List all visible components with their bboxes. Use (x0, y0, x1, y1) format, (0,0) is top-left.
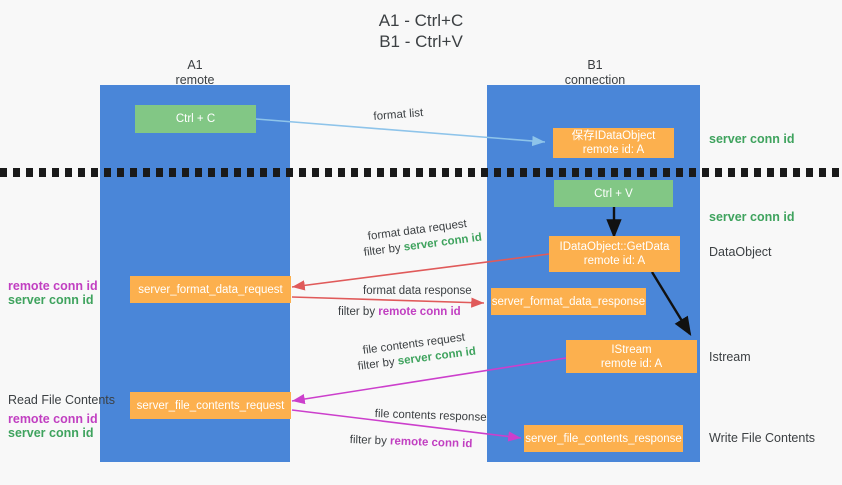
arrow-file-contents-request (291, 357, 567, 405)
arrow-format-data-request (291, 253, 550, 291)
edge-label-format-data-response-filter: filter by remote conn id (338, 305, 461, 320)
label-write-file-contents: Write File Contents (709, 431, 816, 445)
edge-filter-prefix: filter by (338, 306, 379, 318)
edge-filter-prefix: filter by (363, 241, 405, 259)
label-dataobject: DataObject (709, 245, 772, 259)
edge-filter-key-remote-conn-id: remote conn id (389, 435, 473, 451)
arrow-getdata-to-istream (650, 271, 692, 337)
label-server-conn-id-top: server conn id (709, 132, 795, 146)
box-ctrl-v[interactable]: Ctrl + V (554, 180, 673, 207)
edge-filter-prefix: filter by (349, 433, 391, 448)
label-server-conn-id-format: server conn id (8, 293, 94, 307)
box-idataobject-getdata[interactable]: IDataObject::GetData remote id: A (549, 236, 680, 272)
arrow-file-contents-response (291, 409, 522, 442)
column-header-a1: A1 remote (175, 58, 215, 87)
label-read-file-contents: Read File Contents (8, 393, 116, 407)
box-server-format-data-request[interactable]: server_format_data_request (130, 276, 291, 303)
box-server-file-contents-request[interactable]: server_file_contents_request (130, 392, 291, 419)
box-server-file-contents-response[interactable]: server_file_contents_response (524, 425, 683, 452)
boundary-dashed-line (0, 168, 842, 178)
edge-label-format-data-response: format data response (363, 285, 472, 297)
edge-filter-key-remote-conn-id: remote conn id (378, 306, 461, 318)
label-server-conn-id-mid: server conn id (709, 210, 795, 224)
label-remote-conn-id-file: remote conn id (8, 412, 98, 426)
edge-filter-prefix: filter by (357, 355, 399, 373)
column-header-b1: B1 connection (564, 58, 626, 87)
label-remote-conn-id-format: remote conn id (8, 279, 98, 293)
box-server-format-data-response[interactable]: server_format_data_response (491, 288, 646, 315)
box-istream[interactable]: IStream remote id: A (566, 340, 697, 373)
arrow-format-list (255, 118, 546, 147)
arrow-format-data-response (291, 296, 485, 308)
label-server-conn-id-file: server conn id (8, 426, 94, 440)
box-ole-idataobject[interactable]: 保存IDataObject remote id: A (553, 128, 674, 158)
page-title: A1 - Ctrl+C B1 - Ctrl+V (378, 11, 464, 51)
box-ctrl-c[interactable]: Ctrl + C (135, 105, 256, 133)
label-istream: Istream (709, 350, 751, 364)
